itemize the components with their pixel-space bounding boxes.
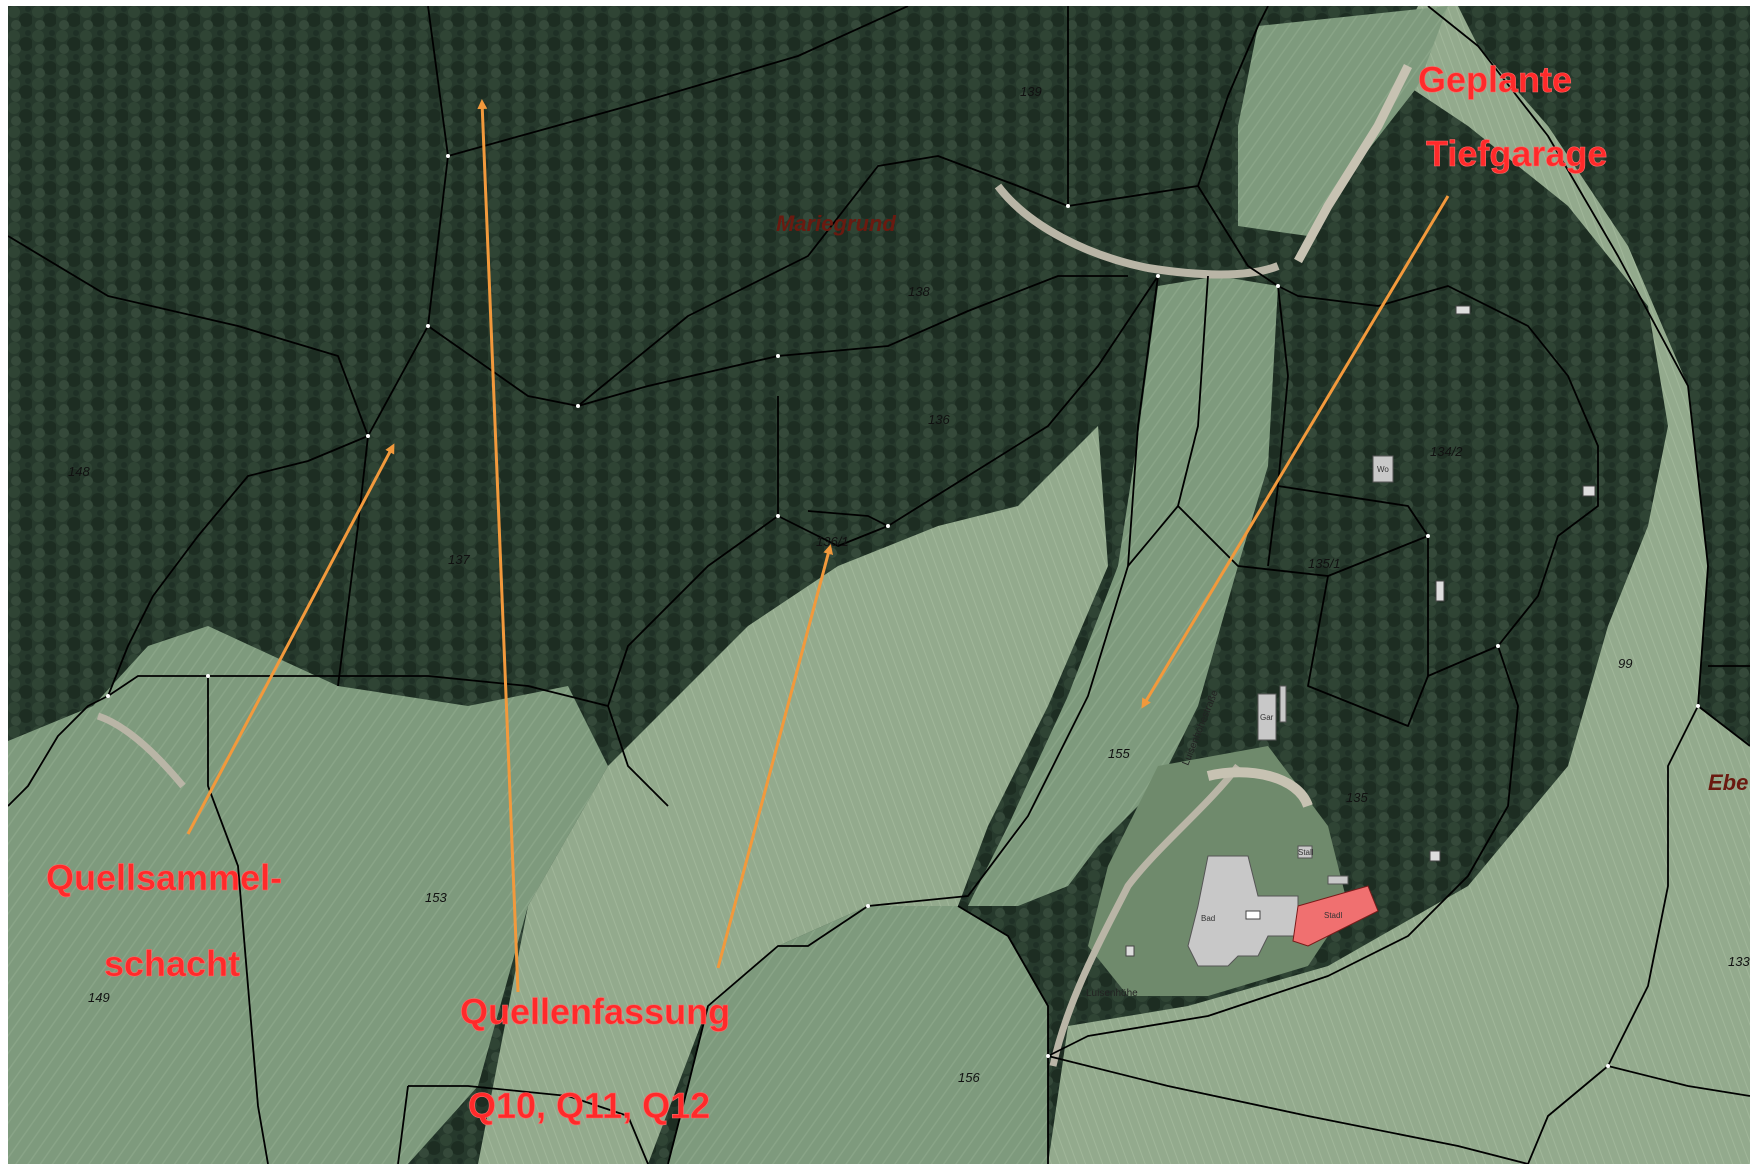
stall-building: [1297, 845, 1313, 859]
building-label: Wo: [1377, 465, 1389, 474]
meadow-right: [1048, 6, 1750, 1164]
meadow-strip: [968, 276, 1278, 906]
parcel-number: 134/2: [1430, 444, 1463, 459]
hut-building: [1327, 875, 1349, 885]
parcel-number: 155: [1108, 746, 1130, 761]
parcel-number: 156: [958, 1070, 980, 1085]
main-farmhouse: [1187, 855, 1299, 967]
arrow-quellenfassung-north: [477, 99, 520, 993]
luisenhoehe-road: [1049, 763, 1241, 1067]
meadow-center: [478, 426, 1108, 1164]
parcel-number: 148: [68, 464, 90, 479]
garage-building: [1257, 693, 1277, 741]
parcel-number: 137: [448, 552, 470, 567]
meadow-upper-right: [1238, 6, 1448, 236]
annotation-fassung-line2: Q10, Q11, Q12: [468, 1085, 710, 1126]
building-label: Stall: [1298, 848, 1314, 857]
annotation-tiefgarage-line1: Geplante: [1418, 59, 1572, 100]
parcel-number: 136: [928, 412, 950, 427]
annotation-schacht-line2: schacht: [104, 943, 240, 984]
shed-building: [1279, 685, 1287, 723]
annotation-tiefgarage-line2: Tiefgarage: [1426, 133, 1607, 174]
planned-garage-building: [1292, 885, 1379, 947]
access-road: [1294, 63, 1413, 264]
arrow-tiefgarage: [1141, 195, 1450, 709]
building-label: Stadl: [1324, 911, 1342, 920]
parcel-number: 136/1: [816, 534, 849, 549]
building-label: Bad: [1201, 914, 1215, 923]
parcel-number: 99: [1618, 656, 1632, 671]
aerial-map: Mariegrund Ebe 139 138 136 136/1 137 148…: [8, 6, 1750, 1164]
forest-path: [994, 183, 1280, 279]
farm-driveway: [1206, 767, 1313, 809]
parcel-number: 153: [425, 890, 447, 905]
annotation-schacht-line1: Quellsammel-: [46, 857, 282, 898]
arrow-quellenfassung-east: [716, 544, 834, 969]
parcel-number: 135/1: [1308, 556, 1341, 571]
meadow-lower-center: [668, 906, 1048, 1164]
parcel-number: 135: [1346, 790, 1368, 805]
arrow-quellsammelschacht: [186, 443, 395, 835]
building-label: Gar: [1260, 713, 1274, 722]
annotation-labels: Geplante Tiefgarage Quellsammel- schacht…: [46, 59, 1608, 1127]
parcel-number: 138: [908, 284, 930, 299]
annotation-fassung-line1: Quellenfassung: [460, 991, 730, 1032]
boundary-points: [106, 154, 1700, 1068]
luisenhoehe-label: Luisenhöhe: [1086, 988, 1138, 999]
parcel-number: 139: [1020, 84, 1042, 99]
parcel-number: 149: [88, 990, 110, 1005]
parcel-number: 133: [1728, 954, 1750, 969]
small-house-building: [1372, 455, 1394, 483]
annotation-arrows: [186, 99, 1450, 993]
place-label-ebe: Ebe: [1708, 770, 1748, 795]
farm-buildings: [1125, 305, 1596, 967]
parcel-boundaries: [8, 6, 1750, 1164]
place-label-mariegrund: Mariegrund: [776, 211, 896, 236]
lower-left-path: [96, 712, 186, 789]
